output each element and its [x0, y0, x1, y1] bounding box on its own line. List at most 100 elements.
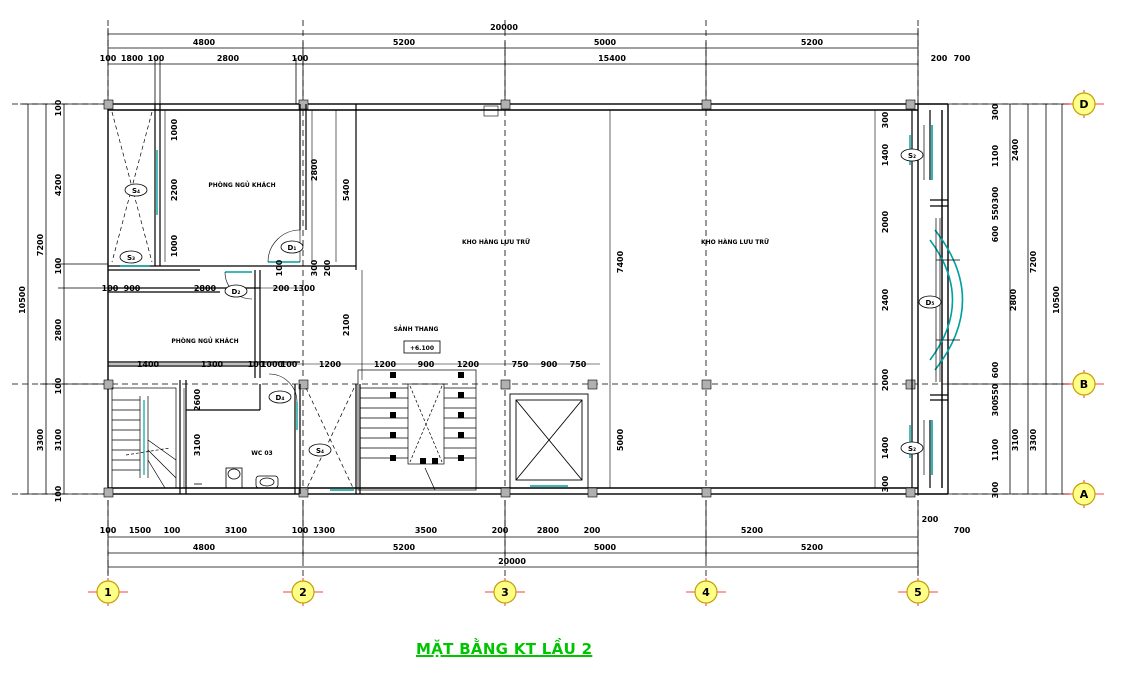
dim-int-h2-5: 100 — [281, 360, 298, 369]
dim-right-3-2: 1100 — [991, 144, 1000, 167]
dim-top-2: 5200 — [393, 38, 416, 47]
dim-top-1: 4800 — [193, 38, 216, 47]
grid-label-row-b: B — [1080, 378, 1088, 391]
dim-stair-5: 900 — [541, 360, 558, 369]
dim-inner-mid-4: 200 — [323, 259, 332, 276]
dim-bot2-3: 5000 — [594, 543, 617, 552]
dim-left2-3: 100 — [54, 257, 63, 274]
dim-right-1-2: 3300 — [1029, 428, 1038, 451]
dim-stair-2: 900 — [418, 360, 435, 369]
dim-left2-5: 100 — [54, 377, 63, 394]
room-label-hall: SẢNH THANG — [394, 325, 439, 333]
dim-door-2: 2100 — [342, 313, 351, 336]
dim-bot2-4: 5200 — [801, 543, 824, 552]
dim-int-h2-2: 1300 — [201, 360, 224, 369]
dim-top2-8: 700 — [954, 54, 971, 63]
dim-door-1: 5400 — [342, 178, 351, 201]
room-label-storage-1: KHO HÀNG LƯU TRỮ — [462, 239, 530, 246]
dim-int-h2-4: 1000 — [261, 360, 284, 369]
grid-label-col-4: 4 — [702, 586, 710, 599]
dim-right-3-10: 1100 — [991, 438, 1000, 461]
dim-inner-mid-2: 100 — [275, 259, 284, 276]
dim-stair-4: 750 — [512, 360, 529, 369]
dim-bot2-1: 4800 — [193, 543, 216, 552]
dim-vert-room2: 3100 — [193, 433, 202, 456]
grid-label-col-3: 3 — [501, 586, 509, 599]
left-dimension-lines — [20, 103, 108, 495]
dim-right-overall: 10500 — [1052, 286, 1061, 314]
dim-stair-6: 750 — [570, 360, 587, 369]
dim-inner-right-3: 2000 — [881, 210, 890, 233]
dim-bot-11: 5200 — [741, 526, 764, 535]
grid-label-col-1: 1 — [104, 586, 112, 599]
dim-top-3: 5000 — [594, 38, 617, 47]
dim-inner-left-2: 2200 — [170, 178, 179, 201]
right-dimension-lines — [948, 103, 1070, 495]
grid-bubble-col-1 — [88, 578, 128, 606]
dim-bot-9: 2800 — [537, 526, 560, 535]
dim-overall-bottom: 20000 — [498, 557, 526, 566]
dim-top2-7: 200 — [931, 54, 948, 63]
dim-int-h-1: 100 — [102, 284, 119, 293]
interior-dim-lines — [108, 110, 876, 488]
grid-bubble-row-b — [1064, 370, 1104, 398]
tag-s4-a: S₄ — [132, 187, 140, 195]
dim-inner-left-1: 1000 — [170, 118, 179, 141]
dim-right-3-8: 550 — [991, 383, 1000, 400]
room-label-guest-1: PHÒNG NGỦ KHÁCH — [208, 181, 275, 189]
exterior-walls — [107, 103, 949, 495]
dim-left2-1: 100 — [54, 99, 63, 116]
dim-bot-8: 200 — [492, 526, 509, 535]
dim-right-3-5: 600 — [991, 225, 1000, 242]
dim-bot-10: 200 — [584, 526, 601, 535]
dim-right-3-11: 300 — [991, 481, 1000, 498]
dim-bot-4: 3100 — [225, 526, 248, 535]
dim-left2-2: 4200 — [54, 173, 63, 196]
tag-s4-b: S₄ — [316, 447, 324, 455]
dim-inner-right-5: 2000 — [881, 368, 890, 391]
drawing-title: MẶT BẰNG KT LẦU 2 — [416, 640, 593, 658]
dim-int-h2-3: 100 — [248, 360, 265, 369]
grid-bubble-col-2 — [283, 578, 323, 606]
tag-d4-a: D₄ — [276, 394, 285, 402]
tag-s2-a: S₂ — [908, 152, 916, 160]
dim-right-3-6: 2800 — [1009, 288, 1018, 311]
dim-top2-6: 15400 — [598, 54, 626, 63]
dim-bot-12: 200 — [922, 515, 939, 524]
dim-int-h-3: 2800 — [194, 284, 217, 293]
dim-overall-top: 20000 — [490, 23, 518, 32]
tag-s2-b: S₂ — [908, 445, 916, 453]
dim-stair-1: 1200 — [374, 360, 397, 369]
stair-center — [357, 369, 477, 491]
dim-int-h2-6: 1200 — [319, 360, 342, 369]
grid-bubble-col-4 — [686, 578, 726, 606]
dim-inner-right-1: 300 — [881, 111, 890, 128]
dim-vert-room: 2600 — [193, 388, 202, 411]
dim-right-3-4: 550 — [991, 203, 1000, 220]
dim-inner-right-4: 2400 — [881, 288, 890, 311]
dim-bot-13: 700 — [954, 526, 971, 535]
grid-bubble-row-a — [1064, 480, 1104, 508]
dim-bot-5: 100 — [292, 526, 309, 535]
room-label-guest-2: PHÒNG NGỦ KHÁCH — [171, 337, 238, 345]
dim-top2-1: 100 — [100, 54, 117, 63]
dim-bot2-2: 5200 — [393, 543, 416, 552]
dim-inner-right-7: 300 — [881, 475, 890, 492]
dim-int-h2-1: 1400 — [137, 360, 160, 369]
grid-label-row-d: D — [1079, 98, 1088, 111]
dim-right-2-3: 3100 — [1011, 428, 1020, 451]
door-swings — [224, 229, 301, 403]
room-label-wc: WC 03 — [251, 450, 272, 457]
dim-left2-7: 100 — [54, 485, 63, 502]
elevator-shaft — [509, 393, 589, 489]
dim-right-1-1: 7200 — [1029, 250, 1038, 273]
grid-bubble-col-3 — [485, 578, 525, 606]
dim-left-1: 7200 — [36, 233, 45, 256]
dim-right-3-9: 300 — [991, 399, 1000, 416]
level-marker-box — [403, 340, 441, 354]
dim-left-2: 3300 — [36, 428, 45, 451]
dim-inner-mid-3: 300 — [310, 259, 319, 276]
dim-bot-2: 1500 — [129, 526, 152, 535]
tag-d1-a: D₁ — [288, 244, 297, 252]
